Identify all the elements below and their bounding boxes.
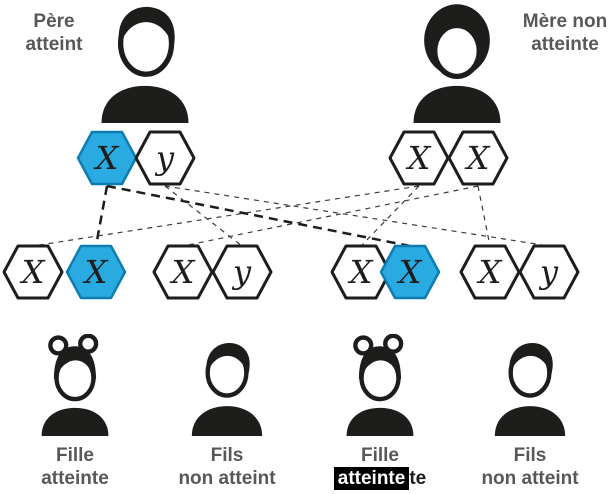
chromosome-mother-x1: X <box>388 130 450 186</box>
son2-label-line1: Fils <box>513 445 547 466</box>
chromosome-letter: X <box>476 253 503 291</box>
chromosome-letter: X <box>464 139 491 177</box>
chromosome-letter: X <box>19 253 46 291</box>
daughter1-icon <box>31 334 119 436</box>
mother-label-line1: Mère non <box>522 11 608 32</box>
chromosome-father-x-affected: X <box>76 130 138 186</box>
son1-label-line1: Fils <box>210 445 244 466</box>
chromosome-letter: X <box>82 253 109 291</box>
son2-icon <box>486 334 574 436</box>
mother-icon <box>404 0 510 123</box>
father-label-line1: Père <box>33 11 75 32</box>
chromosome-mother-x2: X <box>447 130 509 186</box>
chromosome-child1-x: X <box>2 244 64 300</box>
daughter1-label-line2: atteinte <box>41 468 109 489</box>
chromosome-child3-x-affected: X <box>379 244 441 300</box>
chromosome-letter: X <box>405 139 432 177</box>
daughter1-label-line1: Fille <box>55 445 94 466</box>
daughter2-icon <box>336 334 424 436</box>
mother-label-line2: atteinte <box>531 34 599 55</box>
chromosome-letter: y <box>231 253 252 291</box>
chromosome-letter: X <box>93 139 120 177</box>
chromosome-child3-x: X <box>330 244 392 300</box>
father-label-line2: atteint <box>25 34 83 55</box>
daughter2-label-highlight: atteinte <box>333 467 410 490</box>
chromosome-letter: X <box>396 253 423 291</box>
chromosome-child2-y: y <box>211 244 273 300</box>
son2-label-line2: non atteint <box>481 468 579 489</box>
son1-icon <box>183 334 271 436</box>
chromosome-father-y: y <box>134 130 196 186</box>
father-icon <box>92 0 198 123</box>
mother-label: Mère non atteinte <box>520 10 610 56</box>
daughter1-label: Fille atteinte <box>0 444 150 490</box>
son1-label: Fils non atteint <box>152 444 302 490</box>
chromosome-child4-x: X <box>459 244 521 300</box>
chromosome-letter: y <box>154 139 175 177</box>
daughter2-label-line1: Fille <box>360 445 399 466</box>
son1-label-line2: non atteint <box>178 468 276 489</box>
chromosome-letter: X <box>169 253 196 291</box>
daughter2-label-suffix: te <box>409 468 427 489</box>
chromosome-child4-y: y <box>518 244 580 300</box>
chromosome-child1-x-affected: X <box>65 244 127 300</box>
chromosome-letter: X <box>347 253 374 291</box>
son2-label: Fils non atteint <box>455 444 605 490</box>
chromosome-child2-x: X <box>152 244 214 300</box>
father-label: Père atteint <box>14 10 94 56</box>
chromosome-letter: y <box>538 253 559 291</box>
